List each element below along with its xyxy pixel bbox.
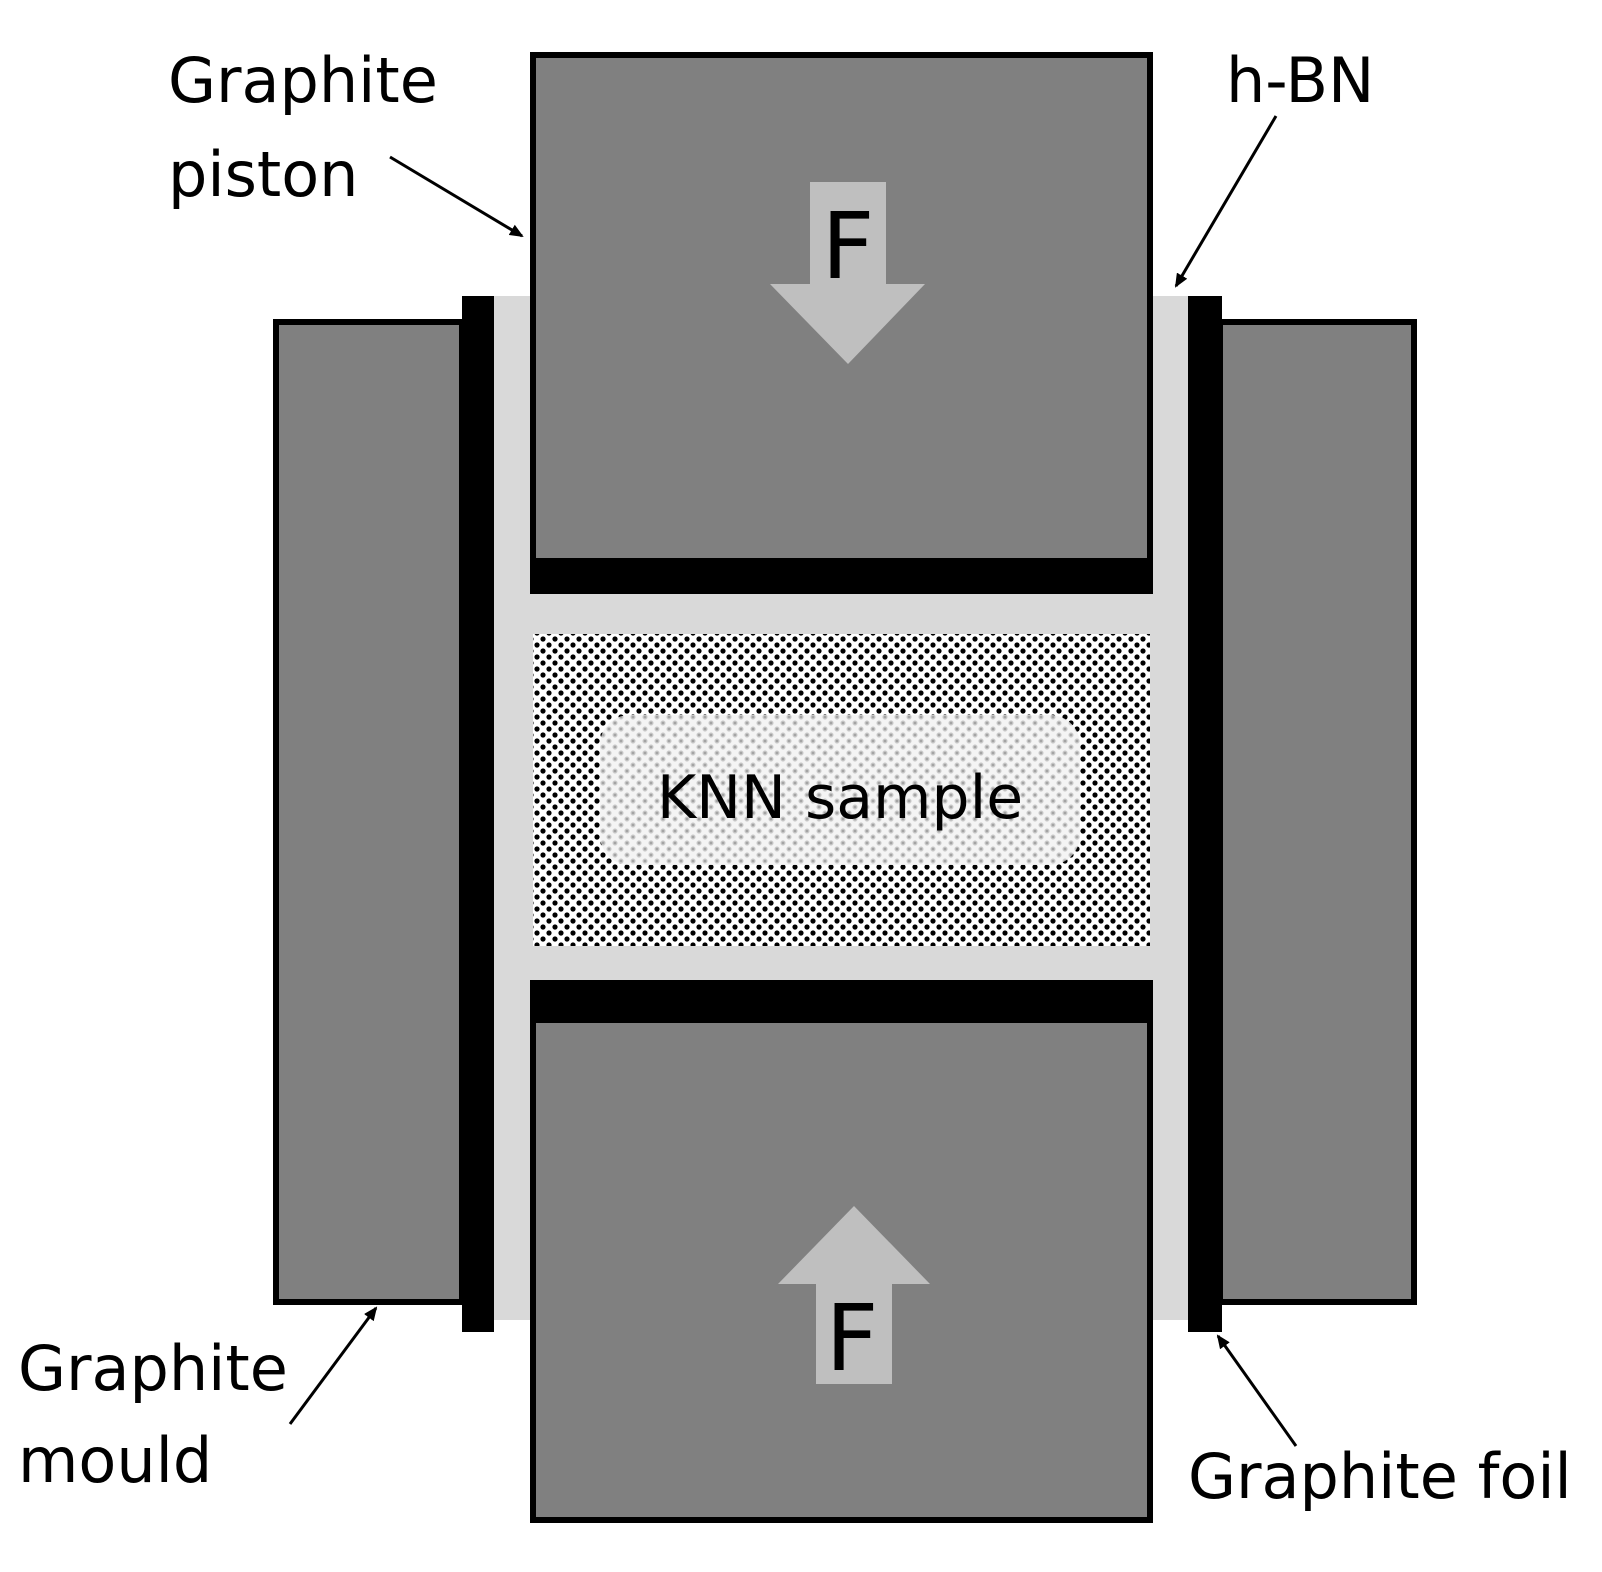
hbn-layer-left xyxy=(493,296,533,1320)
label-graphite-foil: Graphite foil xyxy=(1188,1440,1572,1513)
graphite-mould-right xyxy=(1217,319,1417,1305)
label-graphite-mould-line1: Graphite xyxy=(18,1332,288,1405)
pointer-graphite-foil xyxy=(1216,1334,1298,1447)
graphite-foil-right xyxy=(1188,296,1222,1332)
pointer-graphite-piston xyxy=(389,155,524,238)
pointer-hbn xyxy=(1174,115,1278,288)
graphite-foil-top xyxy=(530,558,1153,594)
force-label-top: F xyxy=(822,193,875,300)
force-arrow-down-icon xyxy=(770,182,925,364)
graphite-mould-left xyxy=(273,319,465,1305)
force-arrow-up-icon xyxy=(778,1206,930,1384)
pointer-graphite-mould xyxy=(288,1306,378,1425)
hbn-layer-right xyxy=(1150,296,1190,1320)
graphite-foil-bottom xyxy=(530,980,1153,1020)
knn-sample-label: KNN sample xyxy=(657,763,1023,833)
graphite-foil-left xyxy=(462,296,494,1332)
knn-sample xyxy=(533,634,1150,946)
hbn-layer-bottom xyxy=(533,946,1150,980)
force-label-bottom: F xyxy=(826,1285,879,1392)
label-graphite-mould-line2: mould xyxy=(18,1424,212,1497)
hbn-layer-top xyxy=(533,594,1150,634)
label-graphite-piston-line1: Graphite xyxy=(168,44,438,117)
label-hbn: h-BN xyxy=(1226,44,1374,117)
label-graphite-piston-line2: piston xyxy=(168,138,358,211)
